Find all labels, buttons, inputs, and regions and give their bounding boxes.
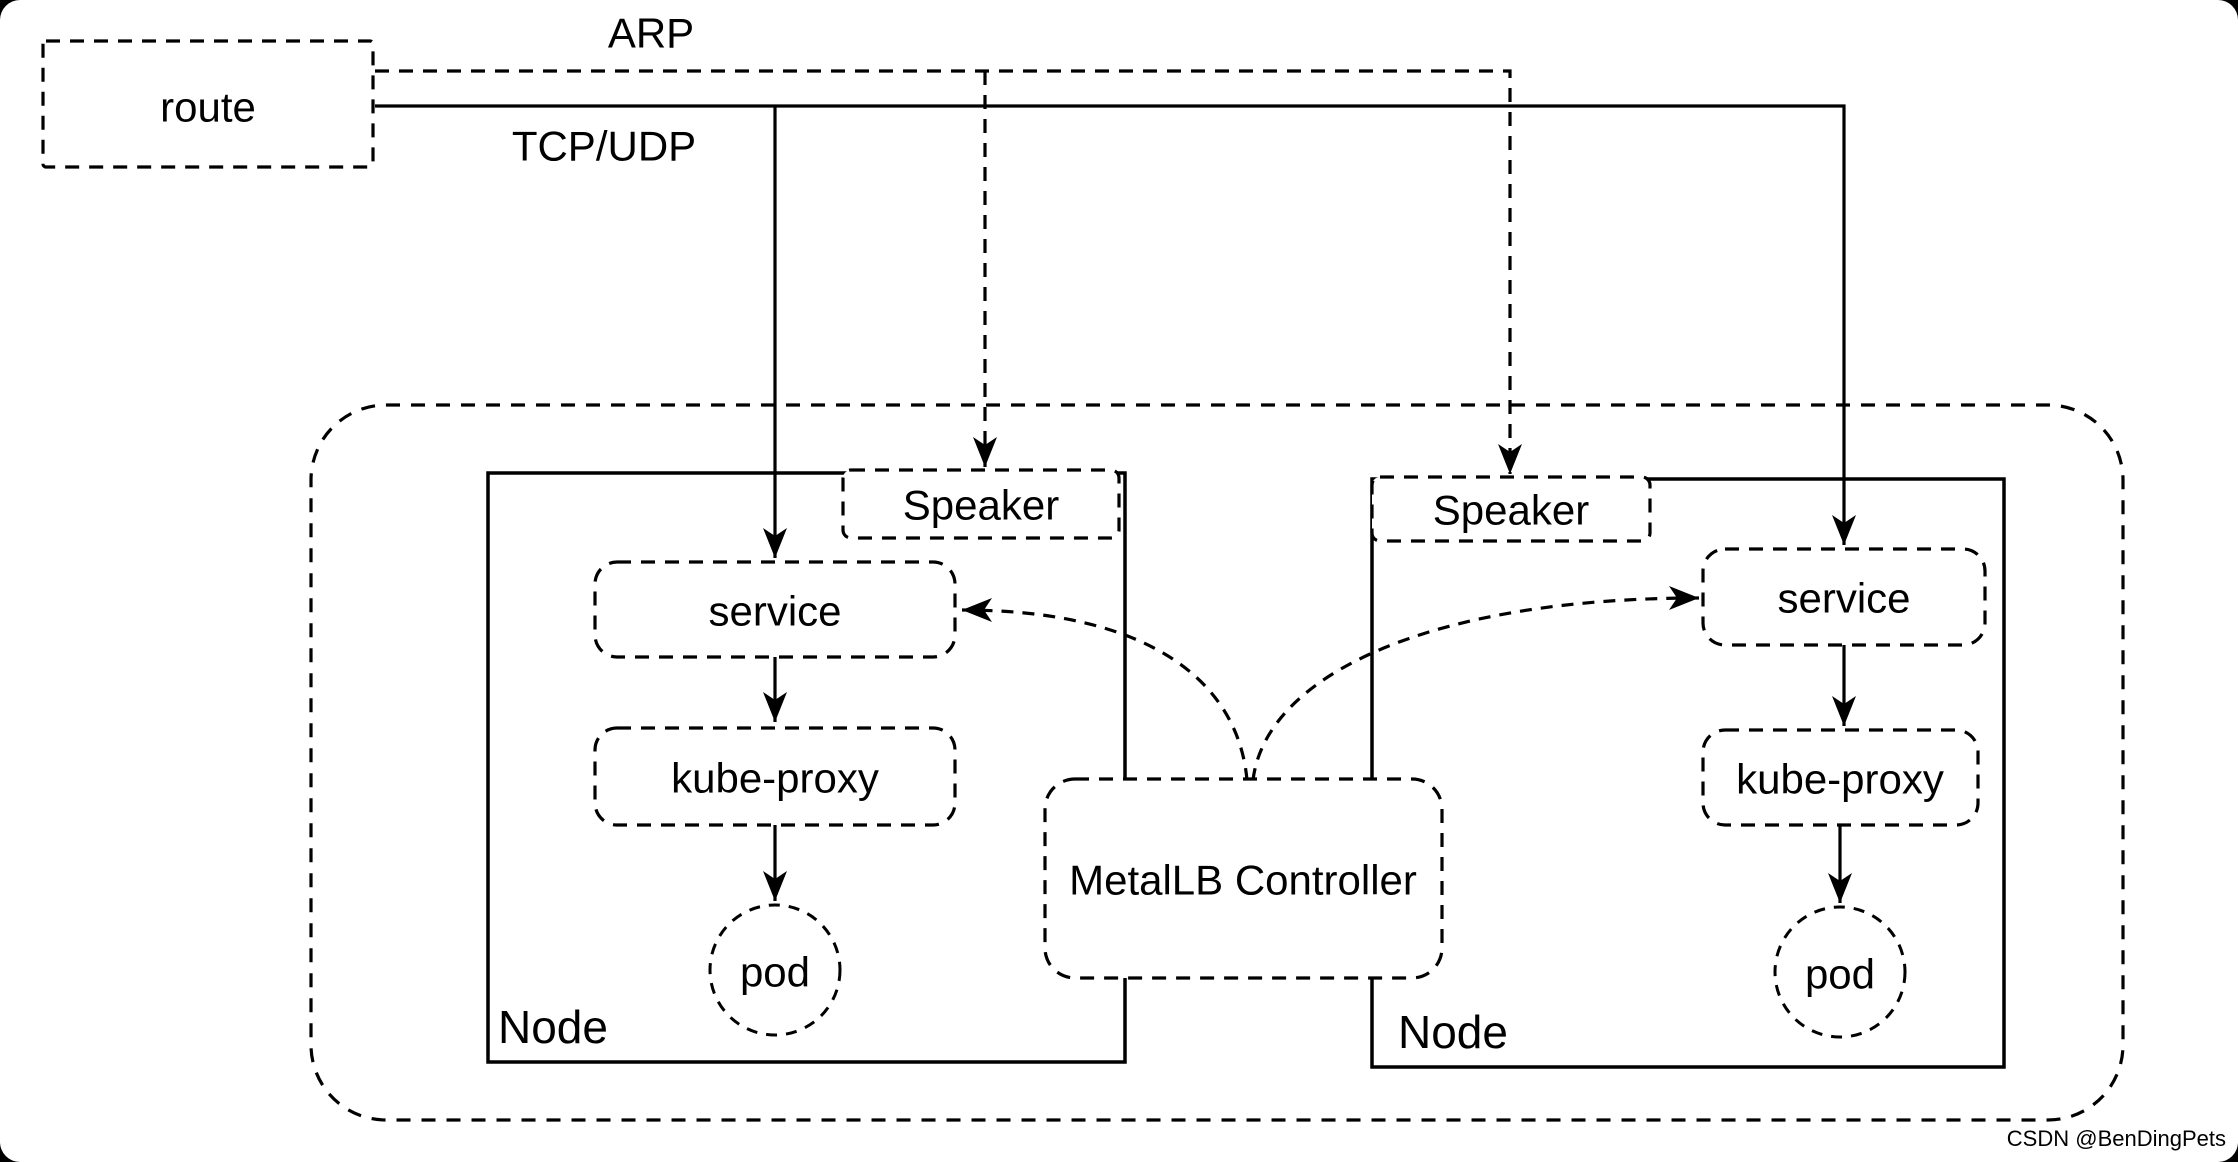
kube-proxy-1-box <box>593 726 957 827</box>
arp-line-to-speaker-2 <box>375 69 1522 474</box>
tcp-udp-label: TCP/UDP <box>512 123 696 170</box>
route-label: route <box>160 84 256 131</box>
node-1-box <box>486 471 1127 1064</box>
pod-2-label: pod <box>1805 951 1875 998</box>
pod-1-label: pod <box>740 949 810 996</box>
controller-to-service-2-curve <box>1251 586 1700 781</box>
route-box <box>41 39 375 169</box>
speaker-2-box <box>1370 475 1652 543</box>
kube-proxy-2-label: kube-proxy <box>1736 756 1944 803</box>
pod-2-circle <box>1773 905 1907 1039</box>
kube-proxy-1-label: kube-proxy <box>671 755 879 802</box>
tcp-udp-line-to-service-2 <box>375 104 1856 545</box>
service-2-box <box>1701 547 1987 647</box>
metallb-controller-label: MetalLB Controller <box>1069 857 1417 904</box>
service-1-box <box>593 560 957 659</box>
speaker-2-label: Speaker <box>1433 487 1589 534</box>
cluster-boundary <box>309 403 2125 1122</box>
service-2-label: service <box>1777 575 1910 622</box>
speaker-1-label: Speaker <box>903 482 1059 529</box>
watermark: CSDN @BenDingPets <box>2007 1126 2226 1151</box>
service-1-label: service <box>708 588 841 635</box>
pod-1-circle <box>708 903 842 1037</box>
speaker-1-box <box>841 468 1121 540</box>
node-2-label: Node <box>1398 1006 1508 1058</box>
controller-to-service-1-curve <box>961 598 1249 781</box>
node-1-label: Node <box>498 1001 608 1053</box>
metallb-controller-box <box>1043 777 1444 980</box>
arp-label: ARP <box>608 10 694 57</box>
node-2-box <box>1370 477 2006 1069</box>
